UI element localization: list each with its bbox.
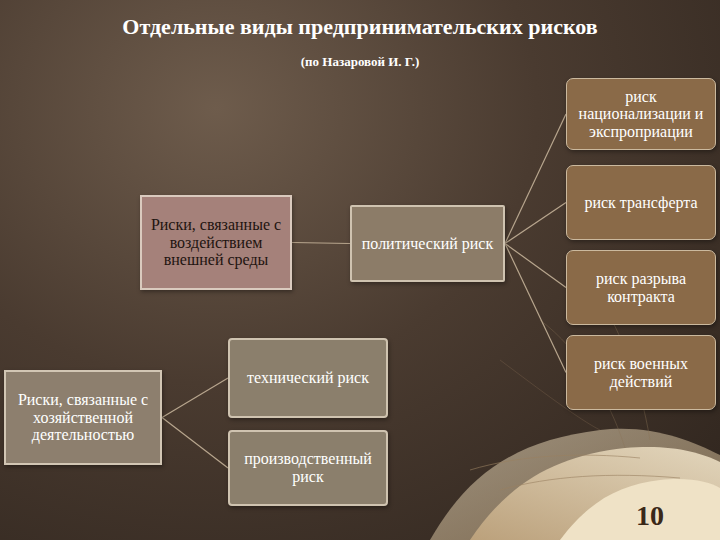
slide-title: Отдельные виды предпринимательских риско… bbox=[0, 14, 720, 40]
risk-box: риск трансферта bbox=[566, 165, 716, 240]
box-text: риск разрыва контракта bbox=[573, 270, 709, 305]
category-box: Риски, связанные с хозяйственной деятель… bbox=[4, 370, 162, 465]
connector-line bbox=[505, 114, 566, 244]
subtitle: (по Назаровой И. Г.) bbox=[0, 54, 720, 70]
page-line bbox=[470, 455, 640, 470]
book-page bbox=[430, 429, 720, 540]
connector-line bbox=[505, 244, 566, 288]
box-text: риск военных действий bbox=[573, 355, 709, 390]
book-page bbox=[560, 479, 720, 540]
risk-box: производственный риск bbox=[228, 430, 388, 506]
risk-box: риск национализации и экспроприации bbox=[566, 78, 716, 150]
box-text: производственный риск bbox=[236, 450, 380, 485]
box-text: риск трансферта bbox=[584, 194, 697, 212]
category-box: Риски, связанные с воздействием внешней … bbox=[140, 195, 292, 290]
box-text: политический риск bbox=[362, 235, 493, 253]
page-line bbox=[500, 475, 680, 490]
connector-line bbox=[162, 378, 228, 418]
connector-line bbox=[505, 244, 566, 373]
connector-line bbox=[505, 203, 566, 244]
book-page bbox=[470, 447, 720, 540]
risk-box: риск военных действий bbox=[566, 335, 716, 410]
page-number: 10 bbox=[622, 500, 678, 532]
connector-line bbox=[292, 243, 350, 244]
group-box: политический риск bbox=[350, 205, 505, 282]
risk-box: технический риск bbox=[228, 338, 388, 418]
box-text: Риски, связанные с хозяйственной деятель… bbox=[12, 391, 154, 444]
box-text: технический риск bbox=[247, 369, 369, 387]
connector-line bbox=[162, 418, 228, 469]
box-text: Риски, связанные с воздействием внешней … bbox=[148, 216, 284, 269]
risk-box: риск разрыва контракта bbox=[566, 250, 716, 325]
box-text: риск национализации и экспроприации bbox=[573, 88, 709, 141]
